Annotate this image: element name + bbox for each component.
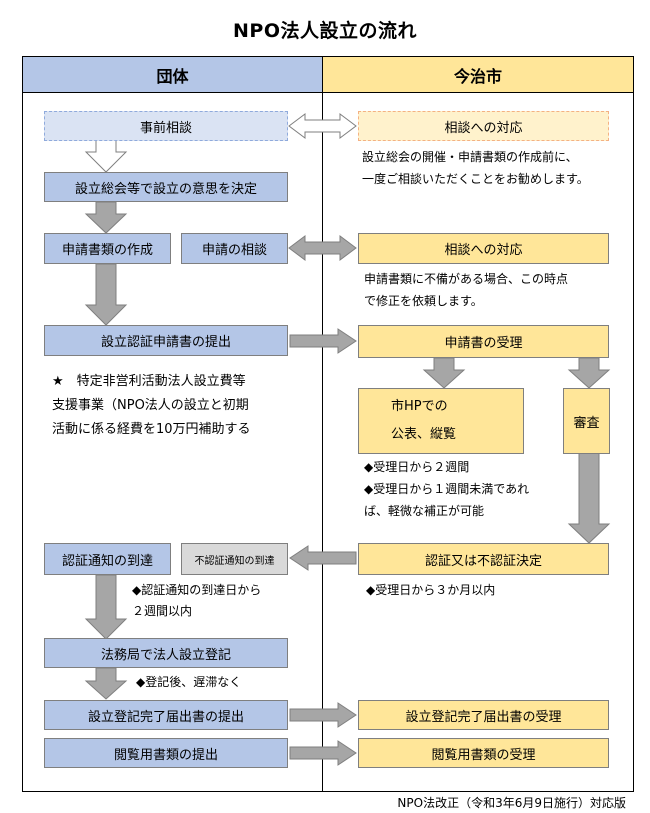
arrow-down-1 <box>84 139 128 173</box>
arrow-right-inspection <box>289 740 357 766</box>
review-box: 審査 <box>563 388 610 454</box>
inspection-submit-box: 閲覧用書類の提出 <box>44 738 288 768</box>
arrow-down-3 <box>84 263 128 326</box>
arrow-left-decision <box>289 545 357 571</box>
notice-note-line-2: ２週間以内 <box>132 604 193 618</box>
arrow-down-review <box>567 357 611 389</box>
decide-intent-box: 設立総会等で設立の意思を決定 <box>44 172 288 202</box>
notice-note-line-1: ◆認証通知の到達日から <box>132 583 262 597</box>
consult-note-line-1: 設立総会の開催・申請書類の作成前に、 <box>362 150 578 164</box>
period-note-line-1: ◆受理日から２週間 <box>364 460 470 474</box>
consult-response-box-2: 相談への対応 <box>358 233 609 264</box>
footer-note: NPO法改正（令和3年6月9日施行）対応版 <box>397 796 626 810</box>
decision-note: ◆受理日から３か月以内 <box>366 583 496 597</box>
application-consult-box: 申請の相談 <box>181 233 288 264</box>
inspection-accept-box: 閲覧用書類の受理 <box>358 738 609 768</box>
flow-frame <box>22 56 634 792</box>
consult-note-line-2: 一度ご相談いただくことをお勧めします。 <box>362 172 589 186</box>
arrow-right-submit <box>289 328 357 354</box>
consult-response-box-1: 相談への対応 <box>358 111 609 141</box>
arrow-both-app <box>288 235 357 261</box>
pre-consultation-box: 事前相談 <box>44 111 288 141</box>
registration-note: ◆登記後、遅滞なく <box>136 675 242 689</box>
city-column-header: 今治市 <box>323 57 633 93</box>
deficiency-note: 申請書類に不備がある場合、この時点 で修正を依頼します。 <box>364 268 568 312</box>
arrow-down-5 <box>84 667 128 700</box>
subsidy-note-line-3: 活動に係る経費を10万円補助する <box>52 422 251 437</box>
arrow-down-2 <box>84 201 128 234</box>
subsidy-note-line-1: ★ 特定非営利活動法人設立費等 <box>52 374 246 389</box>
page-title: NPO法人設立の流れ <box>233 20 417 42</box>
arrow-down-publication <box>422 357 466 389</box>
deficiency-note-line-1: 申請書類に不備がある場合、この時点 <box>364 272 569 286</box>
publication-box: 市HPでの 公表、縦覧 <box>358 388 524 454</box>
deficiency-note-line-2: で修正を依頼します。 <box>364 294 483 308</box>
period-note: ◆受理日から２週間 ◆受理日から１週間未満であれ ば、軽微な補正が可能 <box>364 456 529 522</box>
arrow-down-decision <box>567 452 611 544</box>
legal-registration-box: 法務局で法人設立登記 <box>44 638 288 668</box>
arrow-right-completion <box>289 702 357 728</box>
create-documents-box: 申請書類の作成 <box>44 233 171 264</box>
subsidy-note-line-2: 支援事業（NPO法人の設立と初期 <box>52 398 249 413</box>
completion-accept-box: 設立登記完了届出書の受理 <box>358 700 609 730</box>
publication-line-1: 市HPでの <box>391 399 448 414</box>
period-note-line-2: ◆受理日から１週間未満であれ <box>364 482 530 496</box>
consult-note: 設立総会の開催・申請書類の作成前に、 一度ご相談いただくことをお勧めします。 <box>362 146 589 190</box>
org-column-header: 団体 <box>23 57 322 93</box>
decision-box: 認証又は不認証決定 <box>358 543 609 575</box>
completion-submit-box: 設立登記完了届出書の提出 <box>44 700 288 730</box>
column-divider <box>322 56 323 792</box>
subsidy-note: ★ 特定非営利活動法人設立費等 支援事業（NPO法人の設立と初期 活動に係る経費… <box>52 370 251 442</box>
notice-arrival-box: 認証通知の到達 <box>44 543 171 575</box>
arrow-both-consult <box>288 113 357 139</box>
period-note-line-3: ば、軽微な補正が可能 <box>364 504 485 518</box>
publication-line-2: 公表、縦覧 <box>391 427 457 442</box>
submit-application-box: 設立認証申請書の提出 <box>44 325 288 356</box>
application-accept-box: 申請書の受理 <box>358 325 609 358</box>
notice-deadline-note: ◆認証通知の到達日から ２週間以内 <box>132 580 261 622</box>
arrow-down-4 <box>84 574 128 640</box>
non-cert-notice-box: 不認証通知の到達 <box>181 543 288 575</box>
